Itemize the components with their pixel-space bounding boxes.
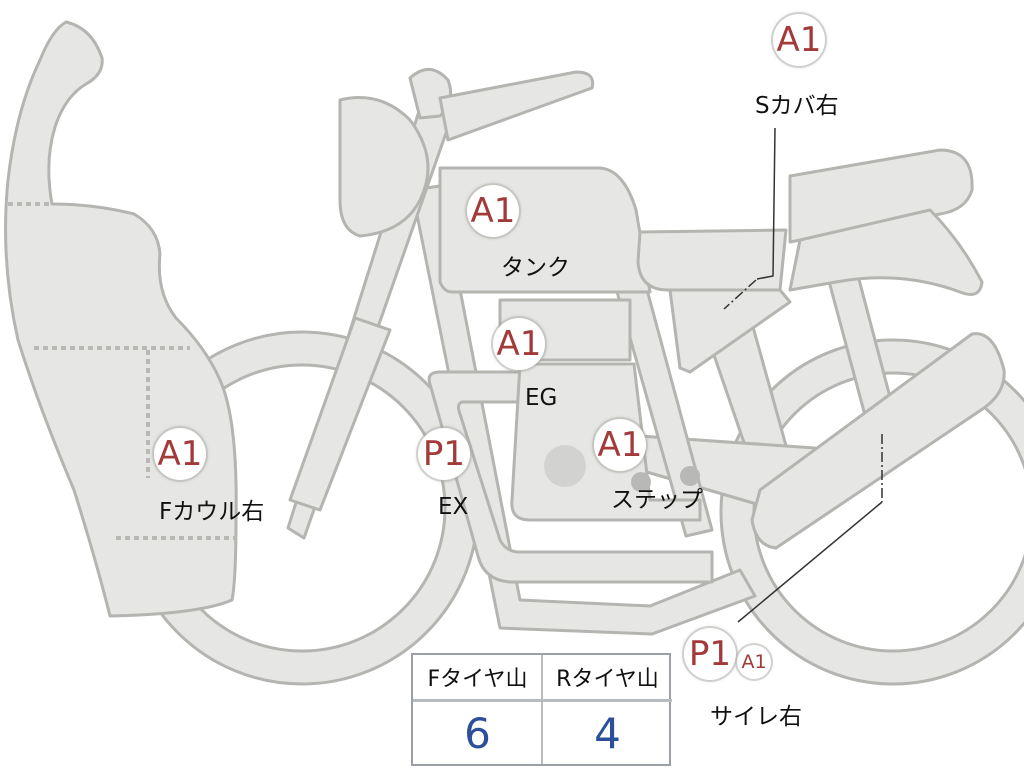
step-label: ステップ xyxy=(611,487,703,513)
silencer-grade2-badge: A1 xyxy=(737,645,771,679)
tank-grade: A1 xyxy=(470,191,516,231)
handlebar-assembly xyxy=(338,68,595,238)
silencer-label: サイレ右 xyxy=(710,704,802,730)
exhaust-grade: P1 xyxy=(422,434,466,474)
rear-tire-header: Rタイヤ山 xyxy=(543,655,672,702)
engine-grade: A1 xyxy=(496,324,542,364)
engine-grade-badge: A1 xyxy=(493,318,545,370)
tank-grade-badge: A1 xyxy=(467,185,519,237)
silencer-grade-badge: P1 xyxy=(684,628,736,680)
side-cover-leader xyxy=(756,127,776,280)
side-cover-label: Sカバ右 xyxy=(755,93,839,119)
exhaust-pipe xyxy=(427,370,714,584)
f-cowl-label: Fカウル右 xyxy=(159,499,265,525)
exhaust-grade-badge: P1 xyxy=(418,428,470,480)
side-cover-grade-badge: A1 xyxy=(773,14,825,66)
tire-tread-table: Fタイヤ山 Rタイヤ山 6 4 xyxy=(411,653,672,766)
front-cowl xyxy=(4,20,238,618)
silencer xyxy=(750,332,1006,550)
side-cover-grade: A1 xyxy=(776,20,822,60)
tank-label: タンク xyxy=(501,255,570,281)
f-cowl-grade-badge: A1 xyxy=(154,428,206,480)
engine-label: EG xyxy=(525,385,558,411)
seat xyxy=(636,148,984,296)
side-cover-leader-tail xyxy=(723,279,757,310)
step-grade: A1 xyxy=(597,425,643,465)
rear-tire-value: 4 xyxy=(594,708,621,758)
exhaust-label: EX xyxy=(438,494,469,520)
fork-lower xyxy=(288,316,392,512)
silencer-grade2: A1 xyxy=(741,651,767,673)
silencer-leader-line xyxy=(737,501,883,623)
front-tire-header: Fタイヤ山 xyxy=(413,655,542,702)
step-grade-badge: A1 xyxy=(594,419,646,471)
silencer-grade: P1 xyxy=(688,634,732,674)
f-cowl-grade: A1 xyxy=(157,434,203,474)
table-divider xyxy=(541,655,543,764)
front-tire-value: 6 xyxy=(464,708,491,758)
